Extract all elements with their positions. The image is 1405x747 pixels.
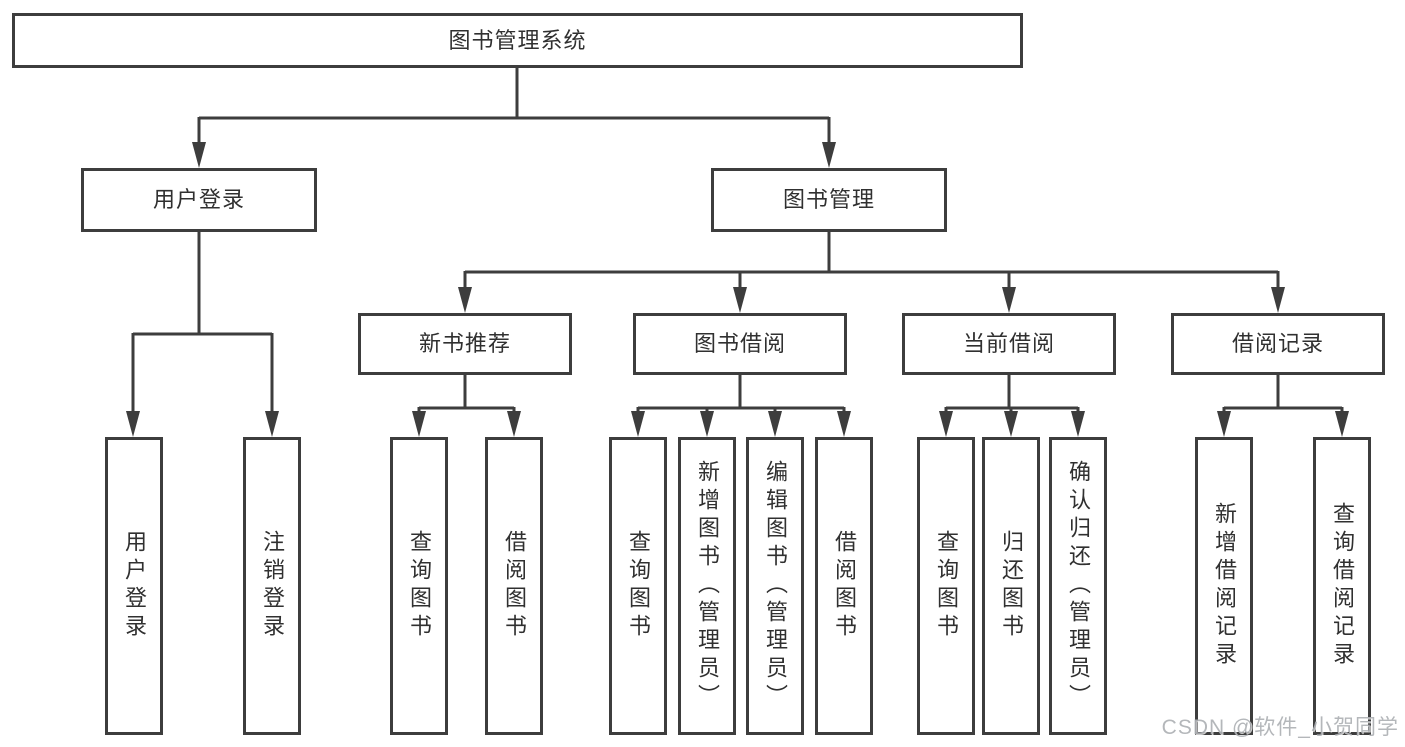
node-label: 确认归还（管理员）	[1066, 460, 1091, 712]
leaf-logout: 注销登录	[243, 437, 301, 735]
arrow-down-icon	[939, 411, 953, 437]
node-borrowing-records: 借阅记录	[1171, 313, 1385, 375]
leaf-add-book-admin: 新增图书（管理员）	[678, 437, 736, 735]
node-label: 新增图书（管理员）	[695, 460, 720, 712]
node-book-borrowing: 图书借阅	[633, 313, 847, 375]
arrow-down-icon	[1335, 411, 1349, 437]
leaf-return-book: 归还图书	[982, 437, 1040, 735]
node-label: 当前借阅	[962, 331, 1055, 356]
node-label: 图书管理	[782, 187, 875, 212]
arrow-down-icon	[1071, 411, 1085, 437]
node-label: 新增借阅记录	[1212, 502, 1237, 670]
node-label: 查询图书	[626, 530, 651, 642]
node-user-login: 用户登录	[81, 168, 317, 232]
leaf-confirm-return-admin: 确认归还（管理员）	[1049, 437, 1107, 735]
arrow-down-icon	[507, 411, 521, 437]
leaf-edit-book-admin: 编辑图书（管理员）	[746, 437, 804, 735]
node-label: 查询借阅记录	[1330, 502, 1355, 670]
node-label: 归还图书	[999, 530, 1024, 642]
node-label: 注销登录	[260, 530, 285, 642]
node-label: 用户登录	[152, 187, 245, 212]
leaf-query-books-recommend: 查询图书	[390, 437, 448, 735]
node-label: 新书推荐	[418, 331, 511, 356]
arrow-down-icon	[265, 411, 279, 437]
node-library-management-system: 图书管理系统	[12, 13, 1023, 68]
arrow-down-icon	[822, 142, 836, 168]
leaf-user-login: 用户登录	[105, 437, 163, 735]
node-label: 借阅记录	[1231, 331, 1324, 356]
node-label: 用户登录	[122, 530, 147, 642]
leaf-borrow-books: 借阅图书	[815, 437, 873, 735]
arrow-down-icon	[733, 287, 747, 313]
node-current-borrowing: 当前借阅	[902, 313, 1116, 375]
leaf-borrow-books-recommend: 借阅图书	[485, 437, 543, 735]
arrow-down-icon	[192, 142, 206, 168]
node-label: 借阅图书	[502, 530, 527, 642]
arrow-down-icon	[1271, 287, 1285, 313]
node-new-book-recommendation: 新书推荐	[358, 313, 572, 375]
arrow-down-icon	[1217, 411, 1231, 437]
leaf-query-books-borrow: 查询图书	[609, 437, 667, 735]
arrow-down-icon	[126, 411, 140, 437]
arrow-down-icon	[700, 411, 714, 437]
node-label: 图书借阅	[693, 331, 786, 356]
node-book-management: 图书管理	[711, 168, 947, 232]
arrow-down-icon	[458, 287, 472, 313]
arrow-down-icon	[837, 411, 851, 437]
arrow-down-icon	[1002, 287, 1016, 313]
arrow-down-icon	[1004, 411, 1018, 437]
node-label: 查询图书	[934, 530, 959, 642]
arrow-down-icon	[631, 411, 645, 437]
node-label: 查询图书	[407, 530, 432, 642]
csdn-watermark: CSDN @软件_小贺同学	[1161, 716, 1399, 739]
node-label: 图书管理系统	[448, 27, 587, 53]
leaf-query-borrow-record: 查询借阅记录	[1313, 437, 1371, 735]
node-label: 借阅图书	[832, 530, 857, 642]
arrow-down-icon	[412, 411, 426, 437]
node-label: 编辑图书（管理员）	[763, 460, 788, 712]
leaf-add-borrow-record: 新增借阅记录	[1195, 437, 1253, 735]
arrow-down-icon	[768, 411, 782, 437]
leaf-query-books-current: 查询图书	[917, 437, 975, 735]
